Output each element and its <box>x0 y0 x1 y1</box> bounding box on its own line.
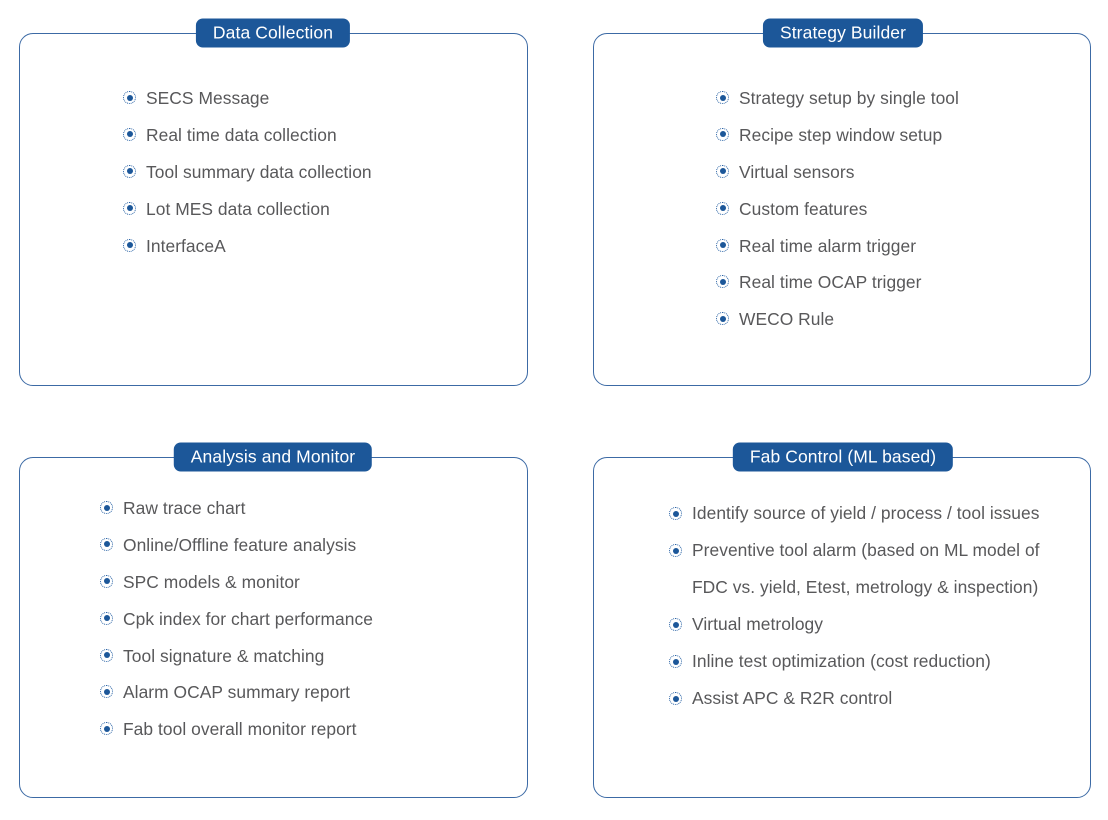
radiating-dot-icon <box>716 127 729 141</box>
list-item[interactable]: Real time OCAP trigger <box>716 269 1076 296</box>
list-item-label: Identify source of yield / process / too… <box>692 503 1040 523</box>
card-strategy-builder-list: Strategy setup by single tool Recipe ste… <box>716 85 1076 343</box>
card-strategy-builder: Strategy setup by single tool Recipe ste… <box>593 33 1091 386</box>
quadrant-bottom-left: Raw trace chart Online/Offline feature a… <box>0 410 554 820</box>
list-item-label: Recipe step window setup <box>739 124 943 145</box>
list-item-label: Virtual sensors <box>739 161 855 182</box>
quadrant-bottom-right: Identify source of yield / process / too… <box>554 410 1108 820</box>
radiating-dot-icon <box>716 164 729 178</box>
list-item[interactable]: Fab tool overall monitor report <box>100 716 513 743</box>
radiating-dot-icon <box>100 574 113 588</box>
list-item[interactable]: Real time alarm trigger <box>716 233 1076 260</box>
list-item[interactable]: Preventive tool alarm (based on ML model… <box>669 532 1080 606</box>
card-analysis-and-monitor-list: Raw trace chart Online/Offline feature a… <box>100 495 513 753</box>
list-item[interactable]: Strategy setup by single tool <box>716 85 1076 112</box>
radiating-dot-icon <box>123 201 136 215</box>
radiating-dot-icon <box>123 164 136 178</box>
card-fab-control-list: Identify source of yield / process / too… <box>669 495 1080 717</box>
radiating-dot-icon <box>100 537 113 551</box>
card-title-badge-strategy-builder: Strategy Builder <box>762 18 924 48</box>
radiating-dot-icon <box>716 201 729 215</box>
list-item[interactable]: Online/Offline feature analysis <box>100 532 513 559</box>
list-item[interactable]: Assist APC & R2R control <box>669 680 1080 717</box>
list-item-label: Lot MES data collection <box>146 198 330 219</box>
list-item-label: Custom features <box>739 198 868 219</box>
radiating-dot-icon <box>669 507 682 520</box>
radiating-dot-icon <box>100 685 113 699</box>
radiating-dot-icon <box>716 238 729 252</box>
list-item-label: Cpk index for chart performance <box>123 608 373 629</box>
card-title-badge-analysis-and-monitor: Analysis and Monitor <box>173 442 373 472</box>
card-analysis-and-monitor: Raw trace chart Online/Offline feature a… <box>19 457 528 798</box>
radiating-dot-icon <box>123 238 136 252</box>
list-item-label: WECO Rule <box>739 309 835 330</box>
list-item[interactable]: Alarm OCAP summary report <box>100 679 513 706</box>
list-item-label: Strategy setup by single tool <box>739 88 959 108</box>
list-item[interactable]: InterfaceA <box>123 233 513 260</box>
list-item-label: Real time OCAP trigger <box>739 272 922 293</box>
card-data-collection-list: SECS Message Real time data collection T… <box>123 85 513 269</box>
list-item-label: Tool signature & matching <box>123 645 325 666</box>
list-item[interactable]: SECS Message <box>123 85 513 112</box>
list-item-label: Raw trace chart <box>123 498 246 518</box>
radiating-dot-icon <box>669 692 682 705</box>
card-data-collection: SECS Message Real time data collection T… <box>19 33 528 386</box>
quadrant-top-right: Strategy setup by single tool Recipe ste… <box>554 0 1108 410</box>
list-item-label: Preventive tool alarm (based on ML model… <box>692 540 1040 597</box>
list-item[interactable]: Raw trace chart <box>100 495 513 522</box>
radiating-dot-icon <box>669 618 682 631</box>
list-item[interactable]: WECO Rule <box>716 306 1076 333</box>
radiating-dot-icon <box>669 655 682 668</box>
radiating-dot-icon <box>716 275 729 289</box>
list-item-label: Virtual metrology <box>692 614 824 634</box>
card-title-badge-fab-control: Fab Control (ML based) <box>732 442 954 472</box>
radiating-dot-icon <box>716 91 729 104</box>
radiating-dot-icon <box>100 611 113 625</box>
radiating-dot-icon <box>100 648 113 662</box>
list-item-label: Real time data collection <box>146 124 337 145</box>
list-item[interactable]: Custom features <box>716 196 1076 223</box>
list-item[interactable]: Real time data collection <box>123 122 513 149</box>
card-title-badge-data-collection: Data Collection <box>195 18 351 48</box>
list-item[interactable]: Inline test optimization (cost reduction… <box>669 643 1080 680</box>
radiating-dot-icon <box>669 544 682 557</box>
quadrant-top-left: SECS Message Real time data collection T… <box>0 0 554 410</box>
radiating-dot-icon <box>716 312 729 326</box>
list-item-label: SECS Message <box>146 88 270 108</box>
radiating-dot-icon <box>100 722 113 736</box>
radiating-dot-icon <box>123 91 136 104</box>
list-item[interactable]: Virtual sensors <box>716 159 1076 186</box>
list-item[interactable]: Virtual metrology <box>669 606 1080 643</box>
list-item[interactable]: Tool signature & matching <box>100 643 513 670</box>
list-item-label: Tool summary data collection <box>146 161 372 182</box>
list-item-label: Assist APC & R2R control <box>692 688 893 708</box>
list-item-label: InterfaceA <box>146 235 226 256</box>
list-item-label: SPC models & monitor <box>123 571 300 592</box>
list-item-label: Alarm OCAP summary report <box>123 682 351 703</box>
list-item[interactable]: SPC models & monitor <box>100 569 513 596</box>
list-item-label: Online/Offline feature analysis <box>123 534 357 555</box>
list-item[interactable]: Cpk index for chart performance <box>100 606 513 633</box>
card-fab-control: Identify source of yield / process / too… <box>593 457 1091 798</box>
list-item-label: Real time alarm trigger <box>739 235 917 256</box>
list-item-label: Fab tool overall monitor report <box>123 719 357 740</box>
list-item[interactable]: Tool summary data collection <box>123 159 513 186</box>
list-item[interactable]: Identify source of yield / process / too… <box>669 495 1080 532</box>
radiating-dot-icon <box>100 501 113 514</box>
list-item-label: Inline test optimization (cost reduction… <box>692 651 991 671</box>
list-item[interactable]: Lot MES data collection <box>123 196 513 223</box>
list-item[interactable]: Recipe step window setup <box>716 122 1076 149</box>
radiating-dot-icon <box>123 127 136 141</box>
